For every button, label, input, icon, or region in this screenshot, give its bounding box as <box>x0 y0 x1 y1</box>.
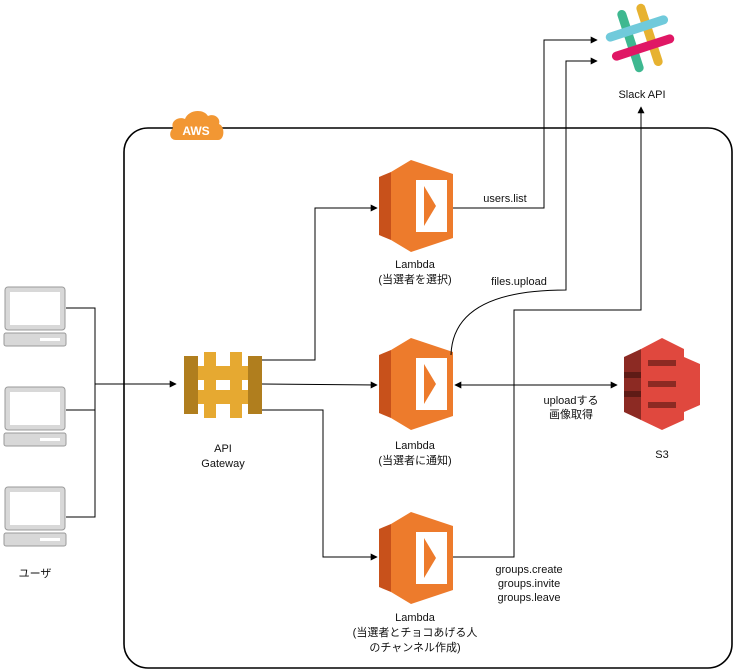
lambda-1-label-line1: Lambda <box>395 259 436 271</box>
edge-api-to-lambda-3 <box>262 409 378 561</box>
aws-cloud-boundary <box>123 127 733 669</box>
edge-label-groups-2: groups.invite <box>498 578 560 590</box>
slack-logo-icon <box>605 3 675 73</box>
lambda-2-label-line2: (当選者に通知) <box>378 453 451 467</box>
lambda-2-label-line1: Lambda <box>395 440 436 452</box>
edge-label-s3-line2: 画像取得 <box>549 408 593 421</box>
edge-label-users-list: users.list <box>483 193 526 205</box>
s3-bucket-icon <box>624 338 700 430</box>
s3-label: S3 <box>655 449 668 461</box>
edge-api-to-lambda-1 <box>262 204 378 361</box>
aws-badge: AWS <box>170 110 224 140</box>
user-label: ユーザ <box>19 567 52 580</box>
lambda-create-channel-icon <box>379 512 453 604</box>
user-laptop-1-icon <box>3 286 67 347</box>
edge-label-groups-3: groups.leave <box>498 592 561 604</box>
lambda-select-winner-icon <box>379 160 453 252</box>
edge-api-to-lambda-2 <box>261 381 378 389</box>
api-gateway-icon <box>184 352 262 418</box>
api-gateway-label-line2: Gateway <box>201 458 245 470</box>
edge-lambda-1-to-slack <box>453 36 598 209</box>
edge-label-groups-1: groups.create <box>495 564 562 576</box>
edge-label-s3-line1: uploadする <box>543 394 598 407</box>
edge-lambda-3-to-slack <box>453 106 645 558</box>
user-laptop-2-icon <box>3 386 67 447</box>
slack-api-label: Slack API <box>618 89 665 101</box>
lambda-1-label-line2: (当選者を選択) <box>378 272 451 286</box>
aws-badge-label: AWS <box>182 124 209 138</box>
lambda-3-label-line1: Lambda <box>395 612 436 624</box>
edge-user1-merge <box>66 307 96 518</box>
lambda-notify-winner-icon <box>379 338 453 430</box>
lambda-3-label-line3: のチャンネル作成) <box>369 641 460 654</box>
user-laptop-3-icon <box>3 486 67 547</box>
edge-lambda-2-to-slack <box>450 57 598 356</box>
lambda-3-label-line2: (当選者とチョコあげる人 <box>353 625 478 639</box>
edge-label-files-upload: files.upload <box>491 276 547 288</box>
api-gateway-label-line1: API <box>214 443 232 455</box>
